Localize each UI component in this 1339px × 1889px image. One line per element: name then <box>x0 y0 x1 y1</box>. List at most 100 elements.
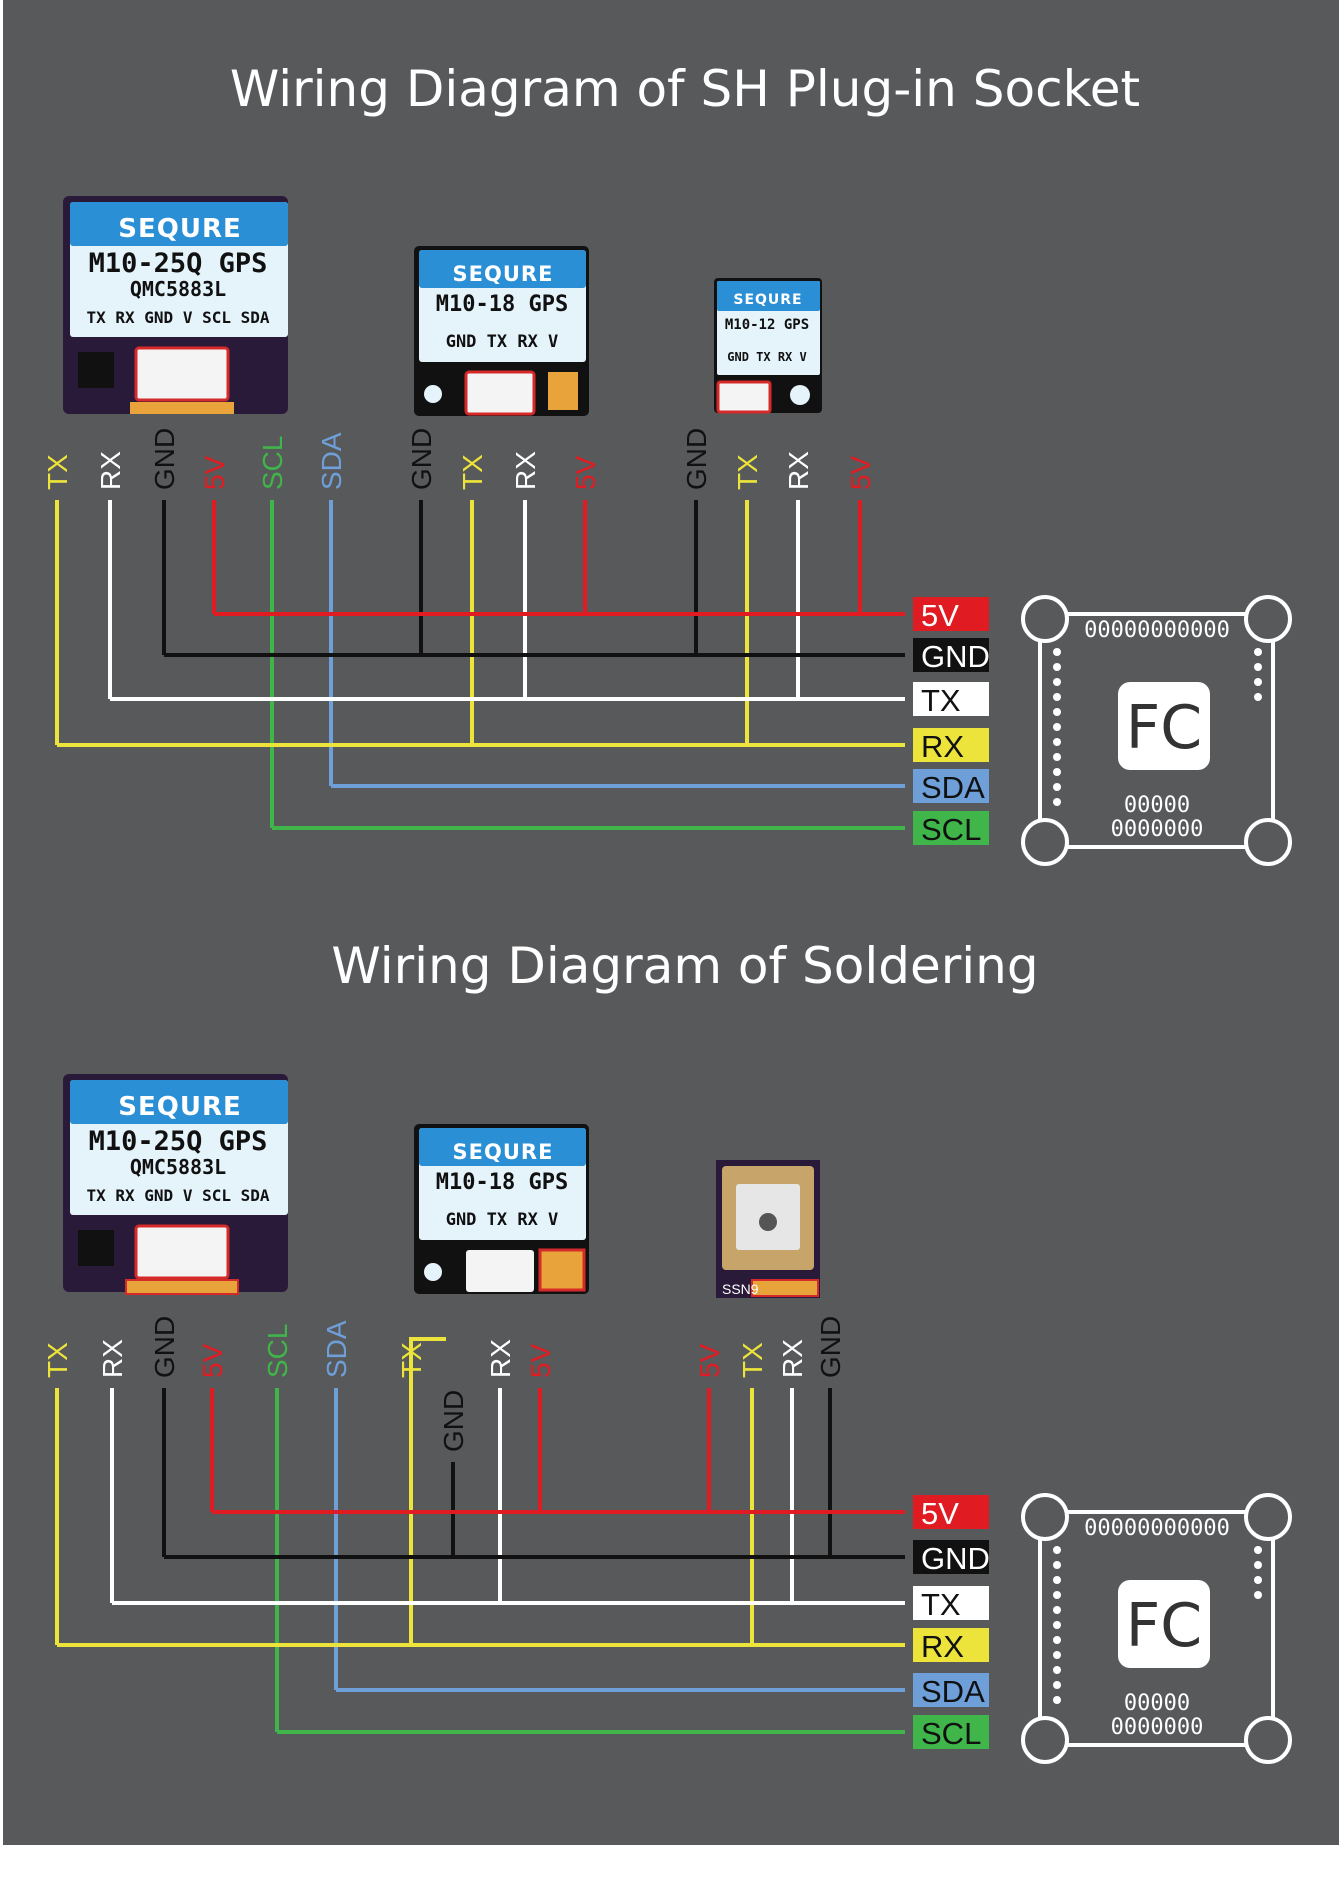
fc-label-box <box>1118 682 1210 770</box>
gps-module-m10-18: SEQURE M10-18 GPS GND TX RX V <box>414 1124 589 1294</box>
solder-pads <box>538 1248 586 1292</box>
fc-pad-row-bottom2: 0000000 <box>1111 1715 1204 1740</box>
solder-pads <box>548 372 578 410</box>
module-sub: QMC5883L <box>130 1155 226 1179</box>
led <box>424 385 442 403</box>
fc-pad-row-bottom1: 00000 <box>1124 1691 1190 1716</box>
gps-module-m10-25q: SEQURE M10-25Q GPS QMC5883L TX RX GND V … <box>63 196 288 414</box>
fc-pin-label: TX <box>921 683 961 718</box>
fc-pad-row-bottom1: 00000 <box>1124 793 1190 818</box>
fc-pin-box <box>913 682 989 716</box>
wire-label: TX <box>42 1342 73 1378</box>
wire-label: GND <box>681 428 712 490</box>
wire-label: TX <box>737 1342 768 1378</box>
module-sub: QMC5883L <box>130 277 226 301</box>
fc-pin-box <box>913 1586 989 1620</box>
wire-label: SDA <box>316 432 347 490</box>
fc-label: FC <box>1126 693 1202 763</box>
gps-module-m10-25q: SEQURE M10-25Q GPS QMC5883L TX RX GND V … <box>63 1074 288 1295</box>
wire-label: RX <box>95 451 126 490</box>
fc-pin-label: SDA <box>921 1674 985 1709</box>
wire-label: SCL <box>262 1324 293 1378</box>
fc-pin-box <box>913 811 989 845</box>
bottom-margin <box>0 1845 1339 1884</box>
module-pin-labels: GND TX RX V <box>727 350 806 364</box>
led <box>790 385 810 405</box>
fc-pad-row-bottom2: 0000000 <box>1111 817 1204 842</box>
fc-pin-label: 5V <box>921 598 959 633</box>
wire-label: 5V <box>570 455 601 490</box>
chip <box>78 1230 114 1266</box>
led <box>424 1263 442 1281</box>
fc-pin-box <box>913 1495 989 1529</box>
fc-pad-row-top: 00000000000 <box>1084 618 1230 643</box>
fc-pin-box <box>913 1715 989 1749</box>
wire-label: 5V <box>694 1343 725 1378</box>
fc-pin-box <box>913 1628 989 1662</box>
sh-connector <box>466 1250 534 1292</box>
fc-pin-label: SCL <box>921 1716 981 1751</box>
wire-label: GND <box>149 1316 180 1378</box>
wire-label: TX <box>457 454 488 490</box>
wire-label: RX <box>485 1339 516 1378</box>
fc-label-box <box>1118 1580 1210 1668</box>
fc-mount-hole <box>1021 1493 1069 1541</box>
fc-pin-label: RX <box>921 1629 964 1664</box>
wires <box>55 500 905 1734</box>
fc-mount-hole <box>1244 595 1292 643</box>
gps-module-antenna: SSN9 <box>716 1160 820 1298</box>
fc-pad-column-right <box>1254 1546 1262 1599</box>
fc-pin-label: RX <box>921 729 964 764</box>
fc-mount-hole <box>1244 818 1292 866</box>
module-model: M10-25Q GPS <box>89 248 268 279</box>
fc-pin-box <box>913 769 989 803</box>
brand-logo: SEQURE <box>733 292 802 308</box>
wire-label: TX <box>732 454 763 490</box>
fc-pad-column-left <box>1053 1546 1061 1704</box>
sh-connector <box>134 1224 230 1280</box>
wire-label: TX <box>42 454 73 490</box>
fc-mount-hole <box>1021 595 1069 643</box>
module-label-header <box>70 202 288 246</box>
wire-label: SCL <box>257 436 288 490</box>
fc-mount-hole <box>1021 1716 1069 1764</box>
fc-mount-hole <box>1021 818 1069 866</box>
gps-module-m10-18: SEQURE M10-18 GPS GND TX RX V <box>414 246 589 416</box>
wire-label: GND <box>406 428 437 490</box>
fc-board-outline <box>1038 1510 1275 1747</box>
section-title: Wiring Diagram of Soldering <box>331 937 1038 995</box>
chip <box>78 352 114 388</box>
solder-pads <box>130 402 234 414</box>
fc-pin-box <box>913 597 989 631</box>
module-model: M10-25Q GPS <box>89 1126 268 1157</box>
fc-pin-label: SCL <box>921 812 981 847</box>
wire-label: RX <box>777 1339 808 1378</box>
flight-controller: 00000000000 00000 0000000 FC <box>1021 595 1292 866</box>
section-sh-plug: Wiring Diagram of SH Plug-in Socket SEQU… <box>63 60 1292 866</box>
module-pin-labels: GND TX RX V <box>446 1210 559 1230</box>
module-model: M10-18 GPS <box>436 292 568 317</box>
fc-mount-hole <box>1244 1493 1292 1541</box>
wire-label: 5V <box>197 1343 228 1378</box>
fc-label: FC <box>1126 1591 1202 1661</box>
fc-pin-box <box>913 1540 989 1574</box>
wire-label: 5V <box>199 455 230 490</box>
module-model: M10-12 GPS <box>725 317 809 333</box>
fc-pin-label: SDA <box>921 770 985 805</box>
antenna-feed <box>759 1213 777 1231</box>
module-pin-labels: GND TX RX V <box>446 332 559 352</box>
sh-connector <box>134 346 230 402</box>
wire-label: GND <box>815 1316 846 1378</box>
brand-logo: SEQURE <box>453 262 554 286</box>
wire-label: GND <box>149 428 180 490</box>
section-soldering: Wiring Diagram of Soldering SEQURE M10-2… <box>63 937 1292 1764</box>
module-label-header <box>419 1128 586 1166</box>
module-marking: SSN9 <box>722 1281 759 1297</box>
flight-controller: 00000000000 00000 0000000 FC <box>1021 1493 1292 1764</box>
wire-label: SDA <box>321 1320 352 1378</box>
section-title: Wiring Diagram of SH Plug-in Socket <box>230 60 1140 118</box>
fc-board-outline <box>1038 612 1275 849</box>
fc-pad-row-top: 00000000000 <box>1084 1516 1230 1541</box>
